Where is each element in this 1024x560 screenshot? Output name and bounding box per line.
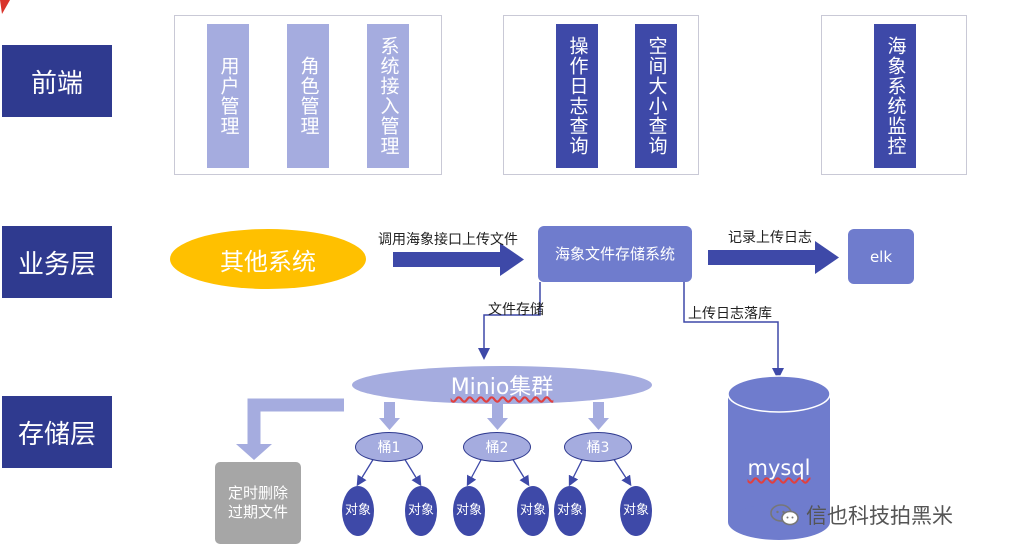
arrow-file-storage: [478, 282, 541, 360]
minio-cluster-node: Minio集群: [352, 366, 652, 404]
mysql-node: mysql: [728, 456, 830, 480]
object-1-2: 对象: [405, 486, 437, 536]
watermark: 信也科技拍黑米: [770, 500, 953, 530]
mysql-cylinder: [727, 375, 831, 540]
mysql-label: mysql: [747, 456, 811, 480]
bucket-2: 桶2: [463, 432, 531, 462]
object-3-1: 对象: [554, 486, 586, 536]
scheduled-delete-expired-files: 定时删除过期文件: [215, 462, 301, 544]
arrow-record-log: [708, 241, 839, 274]
layer-business: 业务层: [2, 226, 112, 298]
other-systems-node: 其他系统: [170, 229, 366, 289]
module-role-management: 角色管理: [287, 24, 329, 168]
minio-cluster-label: Minio集群: [450, 375, 554, 400]
module-system-access-management: 系统接入管理: [367, 24, 409, 168]
corner-mark: [0, 0, 10, 14]
bucket-3: 桶3: [564, 432, 632, 462]
module-hx-monitor: 海象系统监控: [874, 24, 916, 168]
layer-frontend: 前端: [2, 45, 112, 117]
label-record-upload-log: 记录上传日志: [728, 230, 812, 246]
module-user-management: 用户管理: [207, 24, 249, 168]
label-file-storage: 文件存储: [488, 302, 544, 318]
elk-node: elk: [848, 229, 914, 284]
object-3-2: 对象: [620, 486, 652, 536]
object-2-1: 对象: [453, 486, 485, 536]
module-operation-log-query: 操作日志查询: [556, 24, 598, 168]
arrow-log-to-db: [683, 282, 784, 380]
label-call-api-upload: 调用海象接口上传文件: [378, 232, 518, 248]
object-2-2: 对象: [517, 486, 549, 536]
label-upload-log-to-db: 上传日志落库: [688, 306, 772, 322]
wechat-icon: [770, 504, 799, 526]
object-1-1: 对象: [342, 486, 374, 536]
watermark-text: 信也科技拍黑米: [806, 504, 953, 528]
layer-storage: 存储层: [2, 396, 112, 468]
bucket-1: 桶1: [355, 432, 423, 462]
arrow-call-api: [393, 243, 524, 276]
hx-file-storage-system-node: 海象文件存储系统: [538, 226, 692, 282]
module-space-size-query: 空间大小查询: [635, 24, 677, 168]
